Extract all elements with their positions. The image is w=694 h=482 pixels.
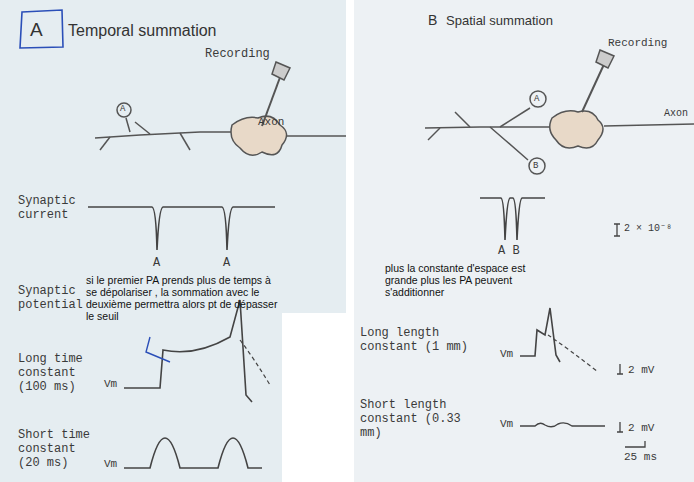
scale-bar xyxy=(617,422,623,432)
stimulus-label: A xyxy=(153,256,160,270)
long-length-trace xyxy=(520,308,560,362)
scale-bar xyxy=(625,441,645,447)
scale-label: 2 mV xyxy=(628,364,654,377)
trace-label: Long length constant (1 mm) xyxy=(360,326,470,354)
stimulus-label: A xyxy=(223,256,230,270)
trace-label: Short length constant (0.33 mm) xyxy=(360,398,465,440)
dashed-decay-b xyxy=(548,335,598,372)
axis-label: Vm xyxy=(500,418,513,431)
current-trace-b xyxy=(480,198,545,240)
trace-label: Long time constant (100 ms) xyxy=(18,352,98,394)
current-trace xyxy=(88,207,275,250)
short-length-trace xyxy=(520,423,605,427)
synapse-label: B xyxy=(533,161,538,171)
scale-bar xyxy=(617,364,623,374)
annotation-note: si le premier PA prends plus de temps à … xyxy=(86,274,282,322)
dashed-decay xyxy=(240,340,270,385)
long-time-trace xyxy=(124,300,252,402)
trace-label: Short time constant (20 ms) xyxy=(18,428,98,470)
axis-label: Vm xyxy=(500,348,513,361)
panel-letter: B xyxy=(428,12,437,28)
white-patch xyxy=(282,313,346,482)
synapse-label: A xyxy=(534,94,539,104)
panel-a-ground xyxy=(0,0,346,482)
axis-label: Vm xyxy=(104,458,117,471)
short-time-trace xyxy=(124,438,262,468)
electrode-label: Recording xyxy=(608,37,667,50)
hand-drawn-box xyxy=(20,10,63,48)
panel-b-ground xyxy=(354,0,694,482)
panel-title: Spatial summation xyxy=(446,13,553,28)
stimulus-label: A B xyxy=(498,244,520,258)
scale-label: 25 ms xyxy=(624,451,657,464)
axis-label: Vm xyxy=(104,378,117,391)
annotation-leader xyxy=(146,337,170,362)
panel-title: Temporal summation xyxy=(68,22,217,40)
scale-label: 2 × 10⁻⁸ xyxy=(624,223,672,235)
axon-label: Axon xyxy=(258,116,284,129)
annotation-note: plus la constante d'espace est grande pl… xyxy=(385,262,553,298)
scale-label: 2 mV xyxy=(628,422,654,435)
axon-label: Axon xyxy=(664,108,688,120)
scale-bar xyxy=(614,224,620,236)
electrode-label: Recording xyxy=(205,47,270,61)
neuron-a xyxy=(95,62,346,155)
trace-label: Synaptic current xyxy=(18,194,88,222)
panel-letter: A xyxy=(30,19,43,41)
neuron-b xyxy=(425,50,694,174)
trace-label: Synaptic potential xyxy=(18,284,86,312)
synapse-label: A xyxy=(120,104,125,114)
